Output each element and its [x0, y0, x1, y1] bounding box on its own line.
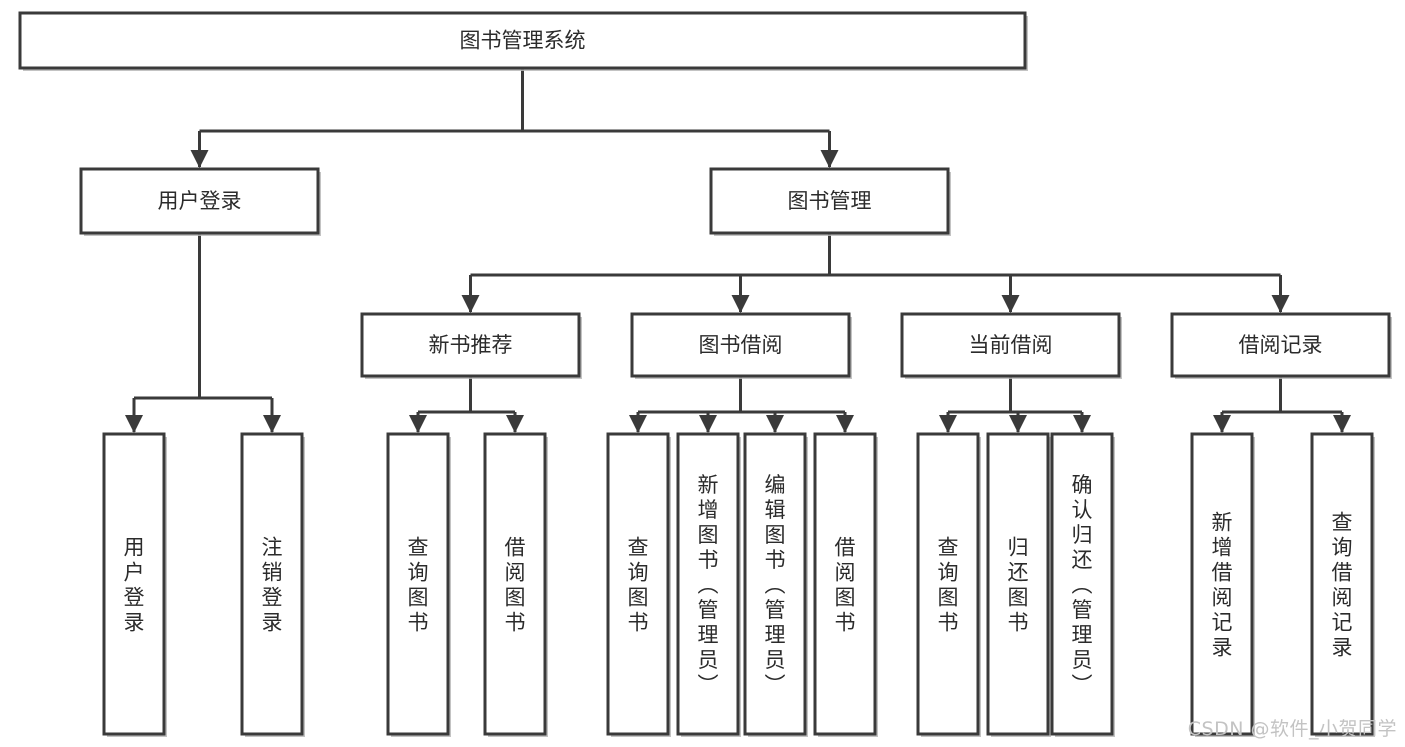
node-l4-leaf-rec-query-rect[interactable] — [386, 432, 450, 736]
node-l4-leaf-borrow-edit-label: 编辑图书︵管理员︶ — [765, 473, 786, 697]
arrow-head-icon — [190, 150, 209, 168]
node-l4-leaf-cur-confirm-label: 确认归还︵管理员︶ — [1072, 473, 1093, 697]
node-l3-book-borrow[interactable]: 图书借阅 — [630, 312, 852, 379]
arrow-head-icon — [1001, 295, 1020, 313]
node-l4-leaf-borrow-edit[interactable]: 编辑图书︵管理员︶ — [743, 432, 808, 737]
node-l3-current-borrow-label: 当前借阅 — [969, 333, 1053, 357]
node-l2-user-login[interactable]: 用户登录 — [79, 167, 321, 236]
arrow-head-icon — [699, 415, 717, 433]
node-l4-leaf-user-logout-label: 注销登录 — [262, 536, 283, 635]
node-l4-leaf-borrow-query-label: 查询图书 — [628, 536, 649, 635]
node-l4-leaf-user-login-rect[interactable] — [102, 432, 166, 736]
arrow-head-icon — [1271, 295, 1290, 313]
arrow-head-icon — [461, 295, 480, 313]
node-root[interactable]: 图书管理系统 — [18, 11, 1028, 71]
node-l3-book-borrow-rect[interactable] — [630, 312, 851, 378]
arrow-head-icon — [263, 415, 281, 433]
node-l4-leaf-user-logout-rect[interactable] — [240, 432, 304, 736]
connector-edges — [125, 68, 1351, 433]
node-l4-leaf-user-login[interactable]: 用户登录 — [102, 432, 167, 737]
node-l3-borrow-record-label: 借阅记录 — [1239, 333, 1323, 357]
node-l4-leaf-borrow-add-label: 新增图书︵管理员︶ — [698, 473, 719, 697]
node-l4-leaf-cur-return-rect[interactable] — [986, 432, 1050, 736]
node-root-label: 图书管理系统 — [460, 29, 586, 53]
node-l2-user-login-label: 用户登录 — [158, 189, 242, 213]
node-l4-leaf-borrow-query-rect[interactable] — [606, 432, 670, 736]
node-l3-new-book-rec-label: 新书推荐 — [429, 333, 513, 357]
node-l4-leaf-borrow-add[interactable]: 新增图书︵管理员︶ — [676, 432, 741, 737]
node-l3-borrow-record[interactable]: 借阅记录 — [1170, 312, 1392, 379]
arrow-head-icon — [731, 295, 750, 313]
node-l4-leaf-cur-query[interactable]: 查询图书 — [916, 432, 981, 737]
node-l3-current-borrow[interactable]: 当前借阅 — [900, 312, 1122, 379]
node-l4-leaf-borrow-query[interactable]: 查询图书 — [606, 432, 671, 737]
node-l4-leaf-rec-search-rect[interactable] — [1310, 432, 1374, 736]
node-l3-current-borrow-rect[interactable] — [900, 312, 1121, 378]
node-l2-book-manage-rect[interactable] — [709, 167, 950, 235]
node-l3-new-book-rec[interactable]: 新书推荐 — [360, 312, 582, 379]
node-l2-book-manage[interactable]: 图书管理 — [709, 167, 951, 236]
node-root-rect[interactable] — [18, 11, 1027, 70]
node-l4-leaf-borrow-do-rect[interactable] — [813, 432, 877, 736]
node-l4-leaf-rec-add[interactable]: 新增借阅记录 — [1190, 432, 1255, 737]
arrow-head-icon — [409, 415, 427, 433]
node-l3-book-borrow-label: 图书借阅 — [699, 333, 783, 357]
arrow-head-icon — [506, 415, 524, 433]
node-l4-leaf-borrow-add-rect[interactable] — [676, 432, 740, 736]
node-l4-leaf-rec-search-label: 查询借阅记录 — [1332, 511, 1353, 660]
node-l4-leaf-rec-add-rect[interactable] — [1190, 432, 1254, 736]
node-l4-leaf-cur-return-label: 归还图书 — [1008, 536, 1029, 635]
node-l4-leaf-cur-query-label: 查询图书 — [938, 536, 959, 635]
arrow-head-icon — [766, 415, 784, 433]
node-l2-user-login-rect[interactable] — [79, 167, 320, 235]
csdn-watermark: CSDN @软件_小贺同学 — [1187, 718, 1397, 740]
node-l2-book-manage-label: 图书管理 — [788, 189, 872, 213]
node-l3-new-book-rec-rect[interactable] — [360, 312, 581, 378]
node-l4-leaf-borrow-do-label: 借阅图书 — [835, 536, 856, 635]
node-l4-leaf-cur-confirm[interactable]: 确认归还︵管理员︶ — [1050, 432, 1115, 737]
node-l4-leaf-rec-query[interactable]: 查询图书 — [386, 432, 451, 737]
node-l4-leaf-borrow-do[interactable]: 借阅图书 — [813, 432, 878, 737]
node-l4-leaf-cur-query-rect[interactable] — [916, 432, 980, 736]
arrow-head-icon — [820, 150, 839, 168]
node-l4-leaf-rec-borrow[interactable]: 借阅图书 — [483, 432, 548, 737]
node-l4-leaf-cur-return[interactable]: 归还图书 — [986, 432, 1051, 737]
node-l3-borrow-record-rect[interactable] — [1170, 312, 1391, 378]
arrow-head-icon — [1333, 415, 1351, 433]
node-l4-leaf-user-login-label: 用户登录 — [124, 536, 145, 635]
node-l4-leaf-rec-add-label: 新增借阅记录 — [1212, 511, 1233, 660]
node-l4-leaf-rec-borrow-rect[interactable] — [483, 432, 547, 736]
arrow-head-icon — [125, 415, 143, 433]
arrow-head-icon — [939, 415, 957, 433]
arrow-head-icon — [836, 415, 854, 433]
node-l4-leaf-cur-confirm-rect[interactable] — [1050, 432, 1114, 736]
arrow-head-icon — [629, 415, 647, 433]
node-l4-leaf-rec-search[interactable]: 查询借阅记录 — [1310, 432, 1375, 737]
node-l4-leaf-rec-borrow-label: 借阅图书 — [505, 536, 526, 635]
arrow-head-icon — [1009, 415, 1027, 433]
node-l4-leaf-user-logout[interactable]: 注销登录 — [240, 432, 305, 737]
arrow-head-icon — [1073, 415, 1091, 433]
node-l4-leaf-borrow-edit-rect[interactable] — [743, 432, 807, 736]
node-boxes: 图书管理系统用户登录图书管理新书推荐图书借阅当前借阅借阅记录用户登录注销登录查询… — [18, 11, 1392, 737]
arrow-head-icon — [1213, 415, 1231, 433]
node-l4-leaf-rec-query-label: 查询图书 — [408, 536, 429, 635]
